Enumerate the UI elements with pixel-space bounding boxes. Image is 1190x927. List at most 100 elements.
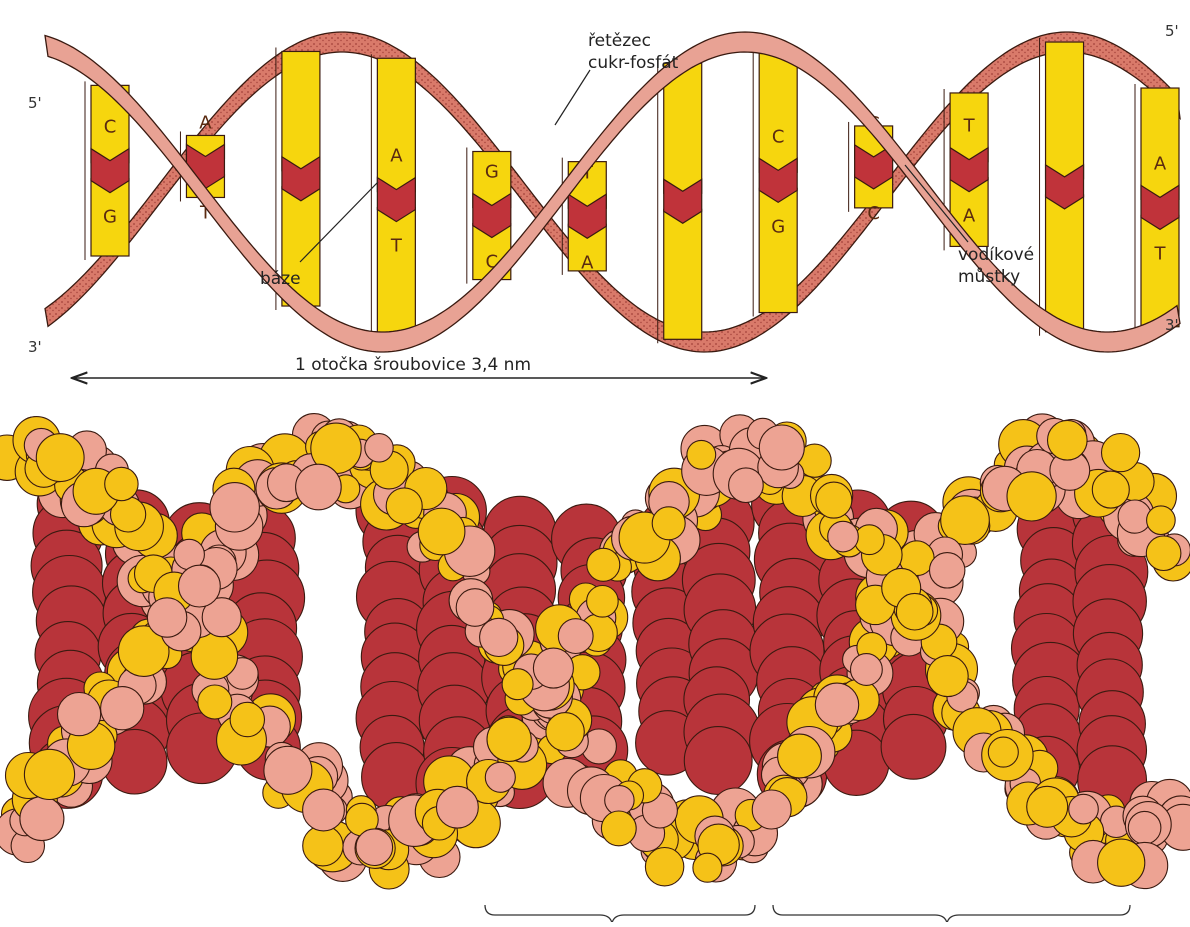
atom-sphere — [854, 525, 884, 555]
atom-sphere — [147, 598, 186, 637]
atom-sphere — [601, 811, 636, 846]
base-bottom — [664, 209, 702, 339]
base-label: báze — [260, 269, 301, 289]
base-top — [759, 48, 797, 172]
atom-sphere — [105, 467, 138, 500]
space-filling-model — [0, 414, 1190, 889]
atom-sphere — [816, 482, 852, 518]
atom-sphere — [1069, 794, 1099, 824]
atom-sphere — [587, 548, 620, 581]
helix-turn-label: 1 otočka šroubovice 3,4 nm — [295, 355, 531, 375]
atom-sphere — [230, 702, 264, 736]
atom-sphere — [752, 790, 791, 829]
atom-sphere — [927, 656, 968, 697]
atom-sphere — [1147, 506, 1176, 535]
base-letter-bottom: T — [1154, 243, 1167, 264]
atom-sphere — [930, 553, 965, 588]
atom-sphere — [587, 586, 619, 618]
atom-sphere — [36, 434, 84, 482]
atom-sphere — [815, 683, 858, 726]
base-letter-top: T — [963, 116, 976, 137]
base-letter-top: A — [1154, 153, 1167, 174]
base-bottom — [759, 188, 797, 312]
base-top — [1046, 42, 1084, 179]
atom-sphere — [533, 648, 573, 688]
base-letter-bottom: C — [867, 203, 880, 224]
atom-sphere — [828, 521, 859, 552]
atom-sphere — [1048, 421, 1088, 461]
hydrogen-bonds-label-line2: můstky — [958, 267, 1020, 287]
atom-sphere — [1007, 472, 1056, 521]
atom-sphere — [652, 507, 685, 540]
atom-sphere — [558, 619, 593, 654]
base-letter-top: C — [104, 117, 117, 138]
end-label-5-left: 5' — [28, 94, 42, 112]
base-pair — [658, 59, 702, 343]
atom-sphere — [264, 746, 312, 794]
brace-major-groove — [773, 905, 1130, 922]
end-label-5-right: 5' — [1165, 22, 1179, 40]
atom-sphere — [693, 853, 722, 882]
atom-sphere — [546, 713, 584, 751]
base-pair: CG — [753, 44, 797, 316]
atom-sphere — [684, 727, 752, 795]
atom-sphere — [1118, 500, 1151, 533]
atom-sphere — [896, 593, 933, 630]
atom-sphere — [303, 789, 345, 831]
atom-sphere — [437, 786, 479, 828]
helix-turn-measure: 1 otočka šroubovice 3,4 nm — [72, 355, 766, 378]
atom-sphere — [386, 488, 422, 524]
atom-sphere — [20, 797, 64, 841]
atom-sphere — [881, 714, 946, 779]
atom-sphere — [759, 425, 804, 470]
atom-sphere — [1098, 839, 1145, 886]
end-label-3-right: 3' — [1165, 316, 1179, 334]
backbone-label-line1: řetězec — [588, 31, 651, 51]
atom-sphere — [645, 848, 683, 886]
atom-sphere — [418, 508, 465, 555]
base-pair: AT — [1135, 84, 1179, 331]
atom-sphere — [502, 669, 533, 700]
atom-sphere — [210, 483, 259, 532]
base-pair: AT — [371, 54, 415, 345]
atom-sphere — [480, 618, 518, 656]
atom-sphere — [485, 762, 515, 792]
atom-sphere — [179, 565, 221, 607]
base-letter-top: A — [199, 112, 212, 133]
atom-sphere — [778, 734, 822, 778]
atom-sphere — [101, 687, 144, 730]
base-letter-top: G — [485, 162, 499, 183]
base-letter-top: C — [772, 126, 785, 147]
atom-sphere — [1128, 811, 1161, 844]
atom-sphere — [487, 717, 531, 761]
ribbon-helix-model: CGATATGCTACGGCTAAT — [45, 32, 1180, 352]
base-letter-bottom: T — [390, 236, 403, 257]
base-bottom — [377, 208, 415, 341]
base-bottom — [1046, 195, 1084, 332]
atom-sphere — [303, 826, 343, 866]
atom-sphere — [1092, 471, 1129, 508]
base-top — [1141, 88, 1179, 199]
atom-sphere — [456, 589, 494, 627]
base-pair — [1040, 38, 1084, 336]
atom-sphere — [1146, 536, 1181, 571]
atom-sphere — [198, 685, 232, 719]
base-top — [282, 51, 320, 170]
base-top — [377, 58, 415, 191]
atom-sphere — [687, 440, 716, 469]
atom-sphere — [365, 434, 393, 462]
base-letter-bottom: G — [771, 216, 785, 237]
atom-sphere — [24, 749, 74, 799]
atom-sphere — [356, 829, 393, 866]
atom-sphere — [1102, 434, 1140, 472]
base-letter-bottom: A — [963, 206, 976, 227]
atom-sphere — [58, 693, 101, 736]
end-label-3-left: 3' — [28, 338, 42, 356]
brace-minor-groove — [485, 905, 755, 922]
atom-sphere — [296, 464, 342, 510]
atom-sphere — [729, 468, 764, 503]
atom-sphere — [988, 737, 1018, 767]
hydrogen-bonds-label-line1: vodíkové — [958, 245, 1034, 265]
